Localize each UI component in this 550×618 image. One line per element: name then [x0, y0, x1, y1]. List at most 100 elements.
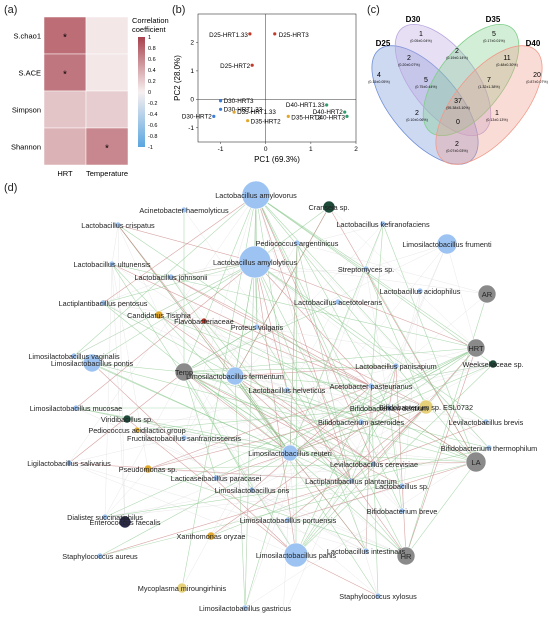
network-edge	[126, 418, 297, 556]
node-label: Enterococcus faecalis	[90, 518, 161, 527]
significance-star: *	[63, 33, 67, 44]
heatmap-row-label: S.chao1	[13, 32, 41, 41]
node-label: HR	[401, 552, 412, 561]
venn-region-percent: (0.20±0.07%)	[398, 63, 420, 67]
network-edge	[91, 362, 185, 373]
node-label: Xanthomonas oryzae	[177, 532, 246, 541]
heatmap-cell	[85, 16, 129, 55]
node-hrt	[466, 338, 486, 358]
network-edge	[181, 301, 339, 589]
venn-region-count: 2	[407, 55, 411, 62]
network-edge	[373, 421, 487, 465]
network-edge	[147, 463, 375, 470]
node-label: Lactobacillus intestinalis	[327, 547, 406, 556]
node-pediococcus-acidilactici-group	[133, 426, 141, 434]
network-edge	[295, 406, 427, 556]
network-edge	[117, 224, 160, 316]
venn-region-percent: (0.19±0.14%)	[446, 56, 468, 60]
network-edge	[370, 223, 384, 387]
pca-y-tick-label: -1	[188, 125, 194, 132]
heatmap-row-label: Shannon	[11, 143, 41, 152]
network-edge	[395, 365, 477, 463]
legend-title: Correlation	[132, 16, 169, 25]
pca-point-label: D40-HRT1.33	[286, 102, 325, 109]
network-edge	[111, 263, 205, 322]
colorbar-tick: 0.6	[148, 57, 156, 63]
network-edge	[102, 276, 172, 304]
network-edge	[136, 347, 477, 431]
network-edge	[328, 206, 477, 349]
network-edge	[289, 452, 477, 463]
network-edge	[111, 224, 119, 265]
node-label: Acetobacter pasteurianus	[330, 382, 413, 391]
venn-set-label: D40	[526, 39, 541, 48]
pca-point	[212, 114, 216, 118]
network-edge	[183, 437, 291, 454]
node-lactiplantibacillus-pentosus	[99, 299, 107, 307]
network-edge	[147, 468, 352, 482]
heatmap-cell	[85, 90, 129, 129]
network-edge	[282, 519, 289, 618]
network-edge	[373, 461, 477, 465]
node-label: Lactiplantibacillus pentosus	[59, 299, 148, 308]
network-edge	[370, 363, 494, 387]
node-label: Levilactobacillus cerevisiae	[330, 460, 418, 469]
network-edge	[117, 224, 291, 454]
heatmap-row-label: Simpson	[12, 106, 41, 115]
network-edge	[365, 243, 448, 270]
node-limosilactobacillus-reuteri	[281, 444, 299, 462]
network-edge	[170, 276, 205, 322]
venn-region-count: 5	[492, 31, 496, 38]
network-edge	[295, 554, 379, 597]
node-limosilactobacillus-portuensis	[284, 516, 292, 524]
network-edge	[234, 375, 487, 423]
network-edge	[75, 407, 407, 557]
network-edge	[254, 261, 297, 556]
node-label: Lactobacillus johnsonii	[134, 273, 207, 282]
node-flavobacteriaceae	[200, 317, 208, 325]
network-edge	[170, 276, 352, 482]
venn-region-count: 20	[533, 72, 541, 79]
colorbar-tick: -1	[148, 145, 153, 151]
node-streptomyces-sp	[362, 265, 370, 273]
network-edge	[68, 194, 257, 464]
network-edge	[244, 223, 384, 609]
node-label: Bifidobacterium thermophilum	[441, 444, 538, 453]
network-edge	[183, 371, 297, 556]
node-label: Lactiplantibacillus plantarum	[305, 477, 397, 486]
node-label: Limosilactobacillus mucosae	[30, 404, 122, 413]
node-label: Cranseia sp.	[309, 203, 350, 212]
node-hr	[396, 546, 416, 566]
colorbar-tick: 0.4	[148, 68, 156, 74]
network-edge	[117, 224, 390, 409]
node-candidatus-tisiphia	[154, 310, 164, 320]
node-label: Lactobacillus acidophilus	[380, 287, 461, 296]
network-edge	[373, 290, 421, 465]
pca-point	[250, 63, 254, 67]
heatmap-cell	[43, 127, 87, 166]
venn-region-percent: (0.48±0.30%)	[496, 63, 518, 67]
network-edge	[244, 452, 291, 609]
network-edge	[295, 363, 494, 556]
node-label: Limosilactobacillus fermentum	[186, 372, 284, 381]
node-label: Proteus vulgaris	[231, 323, 284, 332]
pca-point-label: D40-HRT2	[313, 109, 343, 116]
node-pediococcus-argentinicus	[293, 239, 301, 247]
network-edge	[289, 452, 297, 556]
network-edge	[251, 385, 372, 491]
node-limosilactobacillus-frumenti	[436, 233, 458, 255]
colorbar-tick: 0	[148, 90, 151, 96]
venn-region-percent: (0.07±0.03%)	[446, 149, 468, 153]
panel-label-a: (a)	[4, 4, 18, 16]
node-limosilactobacillus-mucosae	[72, 404, 80, 412]
node-limosilactobacillus-fermentum	[225, 366, 245, 386]
network-edge	[126, 418, 487, 423]
node-label: Pediococcus argentinicus	[256, 239, 339, 248]
node-staphylococcus-xylosus	[374, 592, 382, 600]
node-cranseia-sp	[322, 200, 336, 214]
node-limosilactobacillus-pontis	[82, 353, 102, 373]
pca-x-tick-label: 2	[354, 146, 358, 153]
network-edge	[251, 480, 352, 491]
